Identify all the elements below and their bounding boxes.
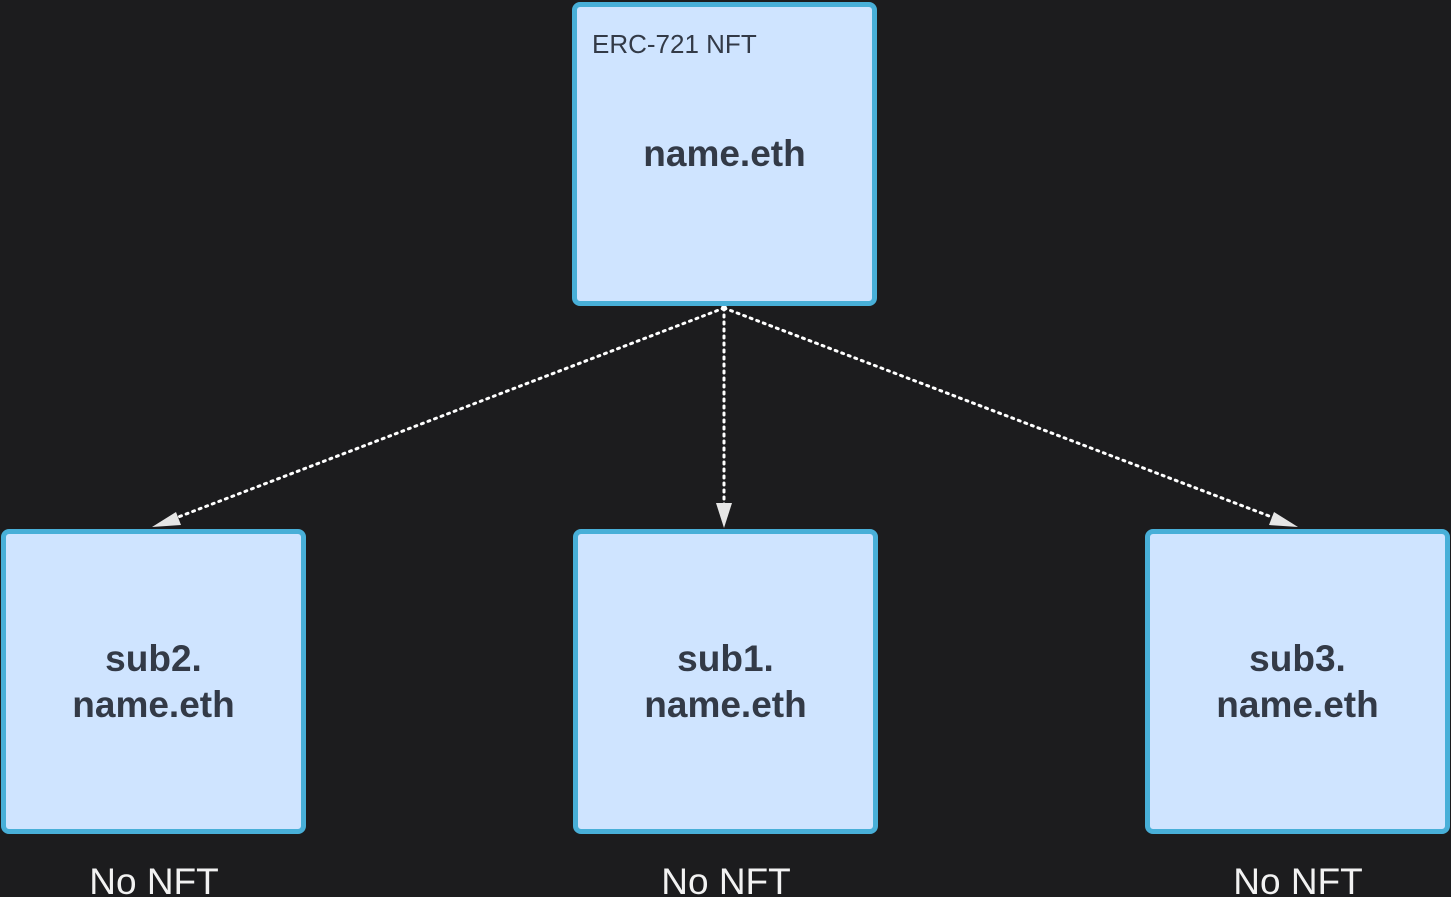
arrowhead-sub2 [152,512,181,527]
child-node-label-line1: sub3. [1249,637,1346,679]
root-node-label-text: name.eth [643,133,806,174]
child-node-sub3[interactable]: sub3. name.eth [1145,529,1450,834]
child-node-label-line2: name.eth [1216,683,1379,725]
root-node[interactable]: ERC-721 NFT name.eth [572,2,877,306]
child-node-label-line1: sub1. [677,637,774,679]
arrowhead-sub1 [716,503,732,528]
caption-sub2: No NFT [89,861,219,897]
caption-sub3: No NFT [1233,861,1363,897]
child-node-label: sub2. name.eth [6,636,301,728]
child-node-label: sub3. name.eth [1150,636,1445,728]
child-node-sub1[interactable]: sub1. name.eth [573,529,878,834]
root-node-tag: ERC-721 NFT [592,29,757,59]
arrowhead-sub3 [1269,512,1298,527]
edge-root-to-sub2 [158,306,726,526]
child-node-label: sub1. name.eth [578,636,873,728]
child-node-label-line2: name.eth [644,683,807,725]
edge-origin-dot [721,305,727,311]
caption-sub1: No NFT [661,861,791,897]
root-node-label: name.eth [577,131,872,177]
child-node-label-line1: sub2. [105,637,202,679]
edge-root-to-sub3 [722,306,1292,526]
child-node-label-line2: name.eth [72,683,235,725]
child-node-sub2[interactable]: sub2. name.eth [1,529,306,834]
